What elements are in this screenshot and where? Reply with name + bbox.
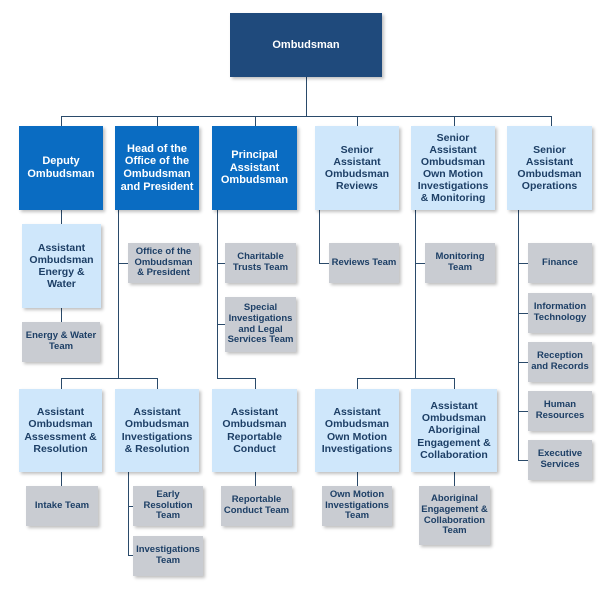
connector (357, 472, 358, 486)
connector (518, 313, 528, 314)
team-aboriginal: Aboriginal Engagement & Collaboration Te… (419, 486, 490, 545)
team-early-resolution: Early Resolution Team (133, 486, 203, 526)
connector (118, 263, 128, 264)
team-own-motion: Own Motion Investigations Team (322, 486, 392, 526)
team-office: Office of the Ombudsman & President (128, 243, 199, 283)
connector (255, 116, 256, 126)
connector (454, 116, 455, 126)
team-reception: Reception and Records (528, 342, 592, 382)
connector (551, 116, 552, 126)
node-assistant-energy: Assistant Ombudsman Energy & Water (22, 224, 101, 308)
connector (217, 324, 225, 325)
connector (255, 378, 256, 389)
connector (61, 116, 62, 126)
connector (518, 460, 528, 461)
connector (306, 77, 307, 116)
connector (255, 472, 256, 486)
team-intake: Intake Team (26, 486, 98, 526)
connector (454, 378, 455, 389)
connector (415, 263, 425, 264)
connector (454, 472, 455, 486)
node-assistant-investigations: Assistant Ombudsman Investigations & Res… (115, 389, 199, 472)
connector (128, 506, 133, 507)
connector (518, 411, 528, 412)
node-ombudsman: Ombudsman (230, 13, 382, 77)
connector (157, 116, 158, 126)
connector (118, 210, 119, 378)
node-principal-assistant: Principal Assistant Ombudsman (212, 126, 297, 210)
team-monitoring: Monitoring Team (425, 243, 495, 283)
connector (357, 378, 455, 379)
team-charitable: Charitable Trusts Team (225, 243, 296, 283)
connector (415, 210, 416, 378)
team-reviews: Reviews Team (329, 243, 399, 283)
node-head-of-office: Head of the Office of the Ombudsman and … (115, 126, 199, 210)
node-senior-own-motion: Senior Assistant Ombudsman Own Motion In… (411, 126, 495, 210)
node-assistant-assessment: Assistant Ombudsman Assessment & Resolut… (19, 389, 102, 472)
connector (61, 472, 62, 486)
node-senior-reviews: Senior Assistant Ombudsman Reviews (315, 126, 399, 210)
node-deputy-ombudsman: Deputy Ombudsman (19, 126, 103, 210)
connector (357, 116, 358, 126)
connector (217, 210, 218, 378)
connector (319, 263, 329, 264)
node-senior-operations: Senior Assistant Ombudsman Operations (507, 126, 592, 210)
connector (128, 555, 133, 556)
connector (217, 378, 256, 379)
team-it: Information Technology (528, 293, 592, 333)
connector (128, 472, 129, 556)
team-executive: Executive Services (528, 440, 592, 480)
team-finance: Finance (528, 243, 592, 283)
connector (61, 116, 552, 117)
connector (217, 263, 225, 264)
team-investigations: Investigations Team (133, 536, 203, 576)
connector (357, 378, 358, 389)
connector (518, 263, 528, 264)
connector (157, 378, 158, 389)
node-assistant-own-motion: Assistant Ombudsman Own Motion Investiga… (315, 389, 399, 472)
team-energy: Energy & Water Team (22, 322, 100, 362)
connector (61, 308, 62, 322)
node-assistant-aboriginal: Assistant Ombudsman Aboriginal Engagemen… (411, 389, 497, 472)
connector (61, 378, 62, 389)
team-reportable: Reportable Conduct Team (221, 486, 292, 526)
team-special: Special Investigations and Legal Service… (225, 297, 296, 352)
connector (518, 210, 519, 461)
connector (319, 210, 320, 263)
connector (61, 378, 158, 379)
connector (61, 210, 62, 224)
node-assistant-reportable: Assistant Ombudsman Reportable Conduct (212, 389, 297, 472)
connector (518, 362, 528, 363)
team-hr: Human Resources (528, 391, 592, 431)
